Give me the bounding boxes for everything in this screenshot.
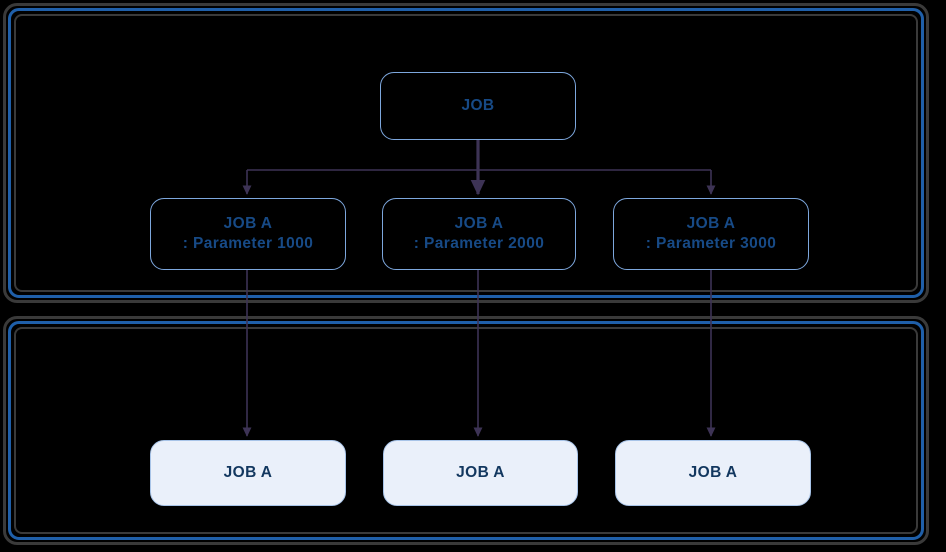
bottom-panel-blue-border (8, 321, 924, 540)
node-job-a-param-1-subtitle: : Parameter 1000 (182, 235, 314, 252)
node-job-a-result-2[interactable]: JOB A (383, 440, 578, 506)
node-job-root-label: JOB (461, 97, 495, 115)
node-job-a-param-3[interactable]: JOB A : Parameter 3000 (613, 198, 809, 270)
node-job-a-param-2-subtitle: : Parameter 2000 (413, 235, 545, 252)
node-job-a-result-1-title: JOB A (223, 464, 273, 482)
node-job-a-param-2-title: JOB A (454, 215, 504, 233)
node-job-a-param-1[interactable]: JOB A : Parameter 1000 (150, 198, 346, 270)
node-job-a-result-2-title: JOB A (456, 464, 505, 482)
node-job-a-result-1[interactable]: JOB A (150, 440, 346, 506)
node-job-root[interactable]: JOB (380, 72, 576, 140)
node-job-a-result-3[interactable]: JOB A (615, 440, 811, 506)
top-panel-gray-inner-border (14, 14, 918, 292)
node-job-a-param-1-title: JOB A (223, 215, 273, 233)
node-job-a-result-3-title: JOB A (688, 464, 738, 482)
node-job-a-param-3-subtitle: : Parameter 3000 (645, 235, 777, 252)
node-job-a-param-2[interactable]: JOB A : Parameter 2000 (382, 198, 576, 270)
bottom-panel-gray-inner-border (14, 327, 918, 534)
top-panel-blue-border (8, 8, 924, 298)
node-job-a-param-3-title: JOB A (686, 215, 736, 233)
top-panel (3, 3, 929, 303)
bottom-panel (3, 316, 929, 545)
